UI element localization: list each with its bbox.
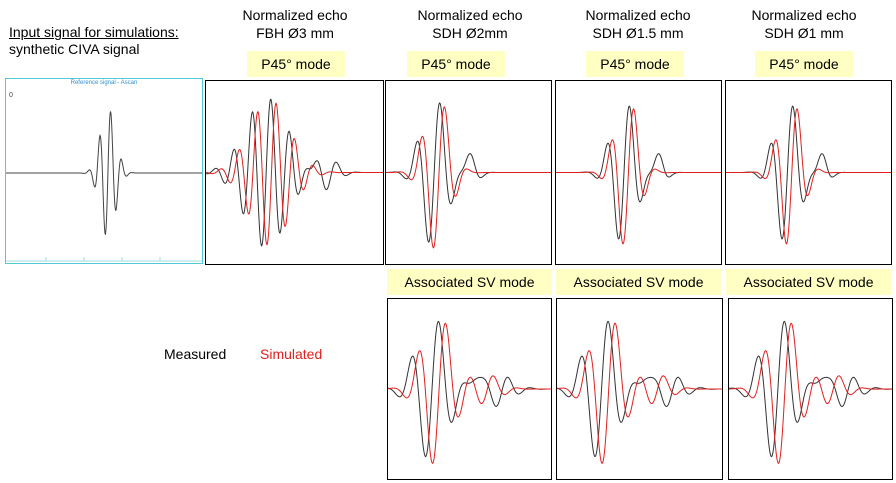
p45-panel-fbh3 — [205, 80, 384, 265]
column-header-line2: FBH Ø3 mm — [256, 25, 334, 41]
reference-signal-waveform — [6, 111, 202, 236]
simulated-echo-waveform — [729, 322, 892, 465]
simulated-echo-waveform — [556, 108, 721, 245]
legend-measured: Measured — [164, 346, 227, 362]
legend-simulated: Simulated — [260, 346, 323, 362]
sv-mode-label: Associated SV mode — [726, 269, 891, 295]
column-header-sdh15: Normalized echo SDH Ø1.5 mm — [556, 6, 720, 42]
p45-panel-sdh15 — [555, 80, 722, 265]
simulated-echo-waveform — [206, 102, 383, 246]
p45-panel-sdh2 — [385, 80, 552, 265]
p45-panel-sdh1 — [725, 80, 892, 265]
column-header-line2: SDH Ø1 mm — [764, 25, 844, 41]
column-header-line2: SDH Ø1.5 mm — [592, 25, 684, 41]
column-header-fbh3: Normalized echo FBH Ø3 mm — [213, 6, 377, 42]
measured-echo-waveform — [557, 320, 722, 458]
column-header-line1: Normalized echo — [242, 7, 348, 23]
sv-mode-label: Associated SV mode — [556, 269, 721, 295]
sv-panel-sdh15 — [556, 298, 723, 480]
measured-echo-waveform — [729, 320, 892, 458]
p45-mode-label: P45° mode — [586, 51, 684, 77]
p45-plot-sdh15 — [556, 105, 721, 245]
sv-panel-sdh2 — [387, 298, 552, 480]
input-signal-title-line2: synthetic CIVA signal — [9, 41, 140, 57]
sv-plot-sdh15 — [557, 320, 722, 464]
column-header-line1: Normalized echo — [751, 7, 857, 23]
sv-plot-sdh2 — [388, 320, 551, 465]
input-signal-title-line1: Input signal for simulations: — [9, 24, 179, 40]
measured-echo-waveform — [388, 320, 551, 458]
simulated-echo-waveform — [726, 108, 891, 245]
sv-plot-sdh1 — [729, 320, 892, 465]
simulated-echo-waveform — [386, 106, 551, 249]
column-header-sdh1: Normalized echo SDH Ø1 mm — [722, 6, 886, 42]
reference-signal-title: Reference signal - Ascan — [71, 80, 138, 86]
p45-plot-sdh1 — [726, 105, 891, 245]
input-signal-title: Input signal for simulations: synthetic … — [9, 24, 179, 58]
simulated-echo-waveform — [557, 322, 722, 464]
reference-signal-plot: Reference signal - Ascan 0 — [6, 80, 202, 262]
column-header-line2: SDH Ø2mm — [432, 25, 508, 41]
simulated-echo-waveform — [388, 322, 551, 465]
column-header-line1: Normalized echo — [417, 7, 523, 23]
reference-zero-label: 0 — [9, 92, 13, 99]
p45-mode-label: P45° mode — [755, 51, 853, 77]
column-header-sdh2: Normalized echo SDH Ø2mm — [388, 6, 552, 42]
sv-panel-sdh1 — [728, 298, 893, 480]
column-header-line1: Normalized echo — [585, 7, 691, 23]
p45-plot-fbh3 — [206, 98, 383, 247]
p45-plot-sdh2 — [386, 102, 551, 249]
reference-signal-panel: Reference signal - Ascan 0 — [5, 78, 203, 264]
sv-mode-label: Associated SV mode — [387, 269, 552, 295]
p45-mode-label: P45° mode — [247, 51, 345, 77]
p45-mode-label: P45° mode — [407, 51, 505, 77]
